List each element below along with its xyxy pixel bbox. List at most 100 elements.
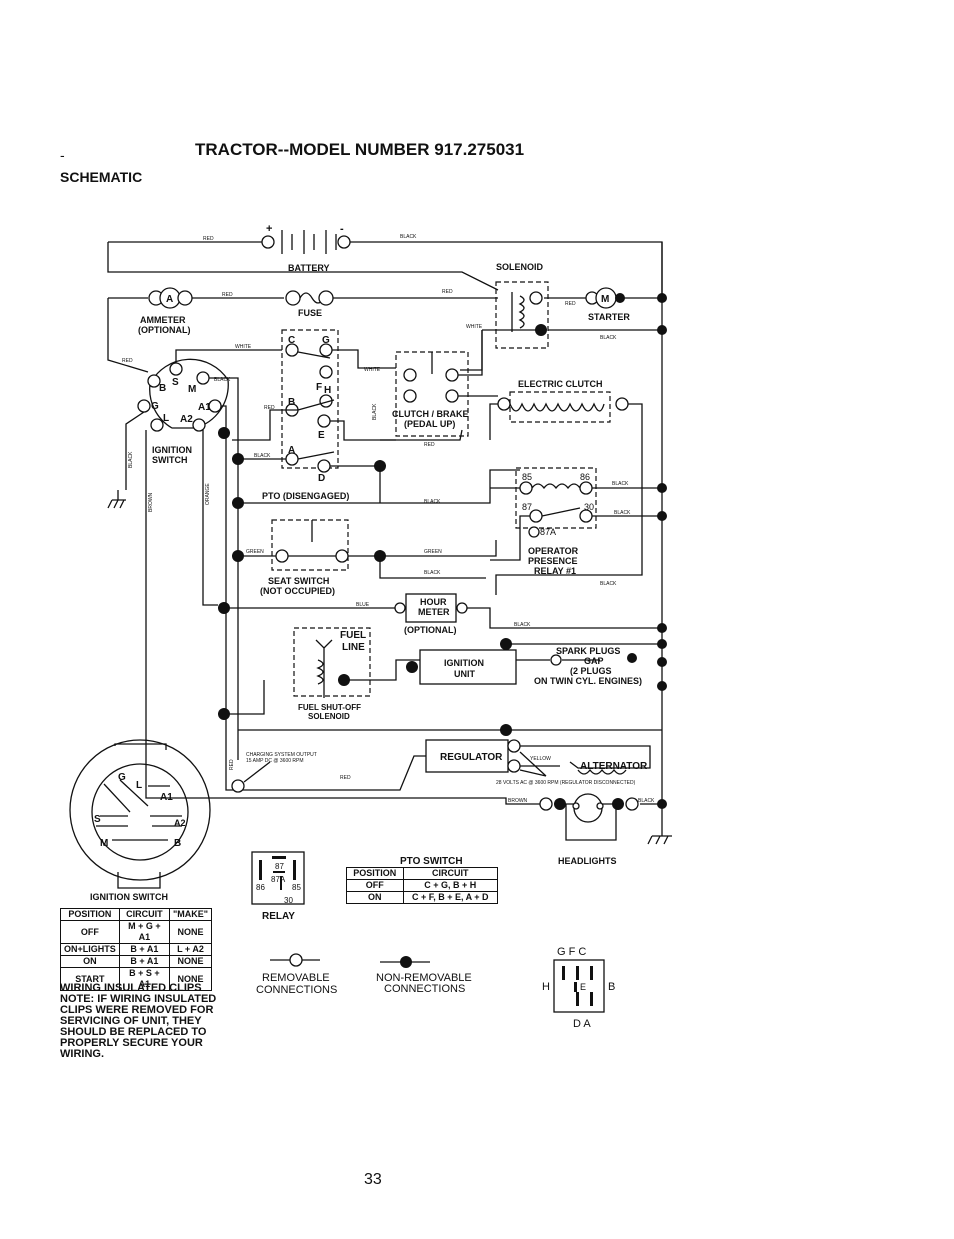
svg-text:CLUTCH / BRAKE: CLUTCH / BRAKE <box>392 409 469 419</box>
page-title: TRACTOR--MODEL NUMBER 917.275031 <box>195 140 524 159</box>
svg-text:ALTERNATOR: ALTERNATOR <box>580 761 648 772</box>
svg-text:WHITE: WHITE <box>466 324 483 330</box>
svg-text:BLACK: BLACK <box>424 570 441 576</box>
svg-text:BROWN: BROWN <box>148 492 154 512</box>
svg-text:A2: A2 <box>180 414 193 425</box>
svg-text:RED: RED <box>222 292 233 298</box>
svg-text:L: L <box>136 780 142 791</box>
svg-text:A: A <box>166 294 173 305</box>
svg-text:BLACK: BLACK <box>254 453 271 459</box>
svg-text:A1: A1 <box>198 402 211 413</box>
svg-text:CHARGING SYSTEM OUTPUT: CHARGING SYSTEM OUTPUT <box>246 752 317 758</box>
svg-text:OPERATOR: OPERATOR <box>528 546 579 556</box>
clutch-brake-switch: CLUTCH / BRAKE (PEDAL UP) BLACK RED BLAC… <box>244 330 520 505</box>
svg-text:(PEDAL UP): (PEDAL UP) <box>404 419 455 429</box>
svg-text:(OPTIONAL): (OPTIONAL) <box>404 625 457 635</box>
svg-text:G: G <box>322 335 330 346</box>
svg-text:BATTERY: BATTERY <box>288 263 330 273</box>
svg-text:BLACK: BLACK <box>638 798 655 804</box>
svg-text:BLACK: BLACK <box>424 499 441 505</box>
svg-text:B: B <box>288 397 295 408</box>
svg-text:BLACK: BLACK <box>400 234 417 240</box>
svg-text:REMOVABLE: REMOVABLE <box>262 972 330 984</box>
operator-presence-relay: 85 86 87 30 87A BLACK BLACK OPERATOR PRE… <box>490 467 667 587</box>
svg-text:AMMETER: AMMETER <box>140 315 186 325</box>
ignition-unit: IGNITION UNIT SPARK PLUGS GAP (2 PLUGS O… <box>406 638 667 691</box>
svg-text:BLACK: BLACK <box>514 622 531 628</box>
svg-text:H: H <box>542 981 550 993</box>
svg-text:SOLENOID: SOLENOID <box>496 262 544 272</box>
svg-text:RELAY #1: RELAY #1 <box>534 566 576 576</box>
svg-text:G: G <box>118 772 126 783</box>
svg-text:UNIT: UNIT <box>454 669 475 679</box>
svg-text:WHITE: WHITE <box>364 367 381 373</box>
svg-text:BLACK: BLACK <box>600 335 617 341</box>
svg-text:IGNITION: IGNITION <box>152 445 192 455</box>
svg-text:BLACK: BLACK <box>600 581 617 587</box>
svg-text:BROWN: BROWN <box>508 798 528 804</box>
section-title: SCHEMATIC <box>60 169 142 185</box>
svg-text:RED: RED <box>424 442 435 448</box>
svg-text:28 VOLTS AC @ 3600 RPM (REGULA: 28 VOLTS AC @ 3600 RPM (REGULATOR DISCON… <box>496 780 636 786</box>
svg-text:B: B <box>174 838 181 849</box>
svg-text:RED: RED <box>565 301 576 307</box>
svg-text:GAP: GAP <box>584 656 604 666</box>
page-number: 33 <box>364 1171 382 1188</box>
svg-text:BLUE: BLUE <box>356 602 370 608</box>
svg-text:E: E <box>318 430 325 441</box>
svg-text:G: G <box>151 401 159 412</box>
svg-text:M: M <box>100 838 108 849</box>
svg-text:M: M <box>188 384 196 395</box>
svg-text:B: B <box>608 981 615 993</box>
wiring-clips-note: WIRING INSULATED CLIPS NOTE: IF WIRING I… <box>60 983 216 1060</box>
pto-table-title: PTO SWITCH <box>400 856 463 867</box>
svg-text:PTO (DISENGAGED): PTO (DISENGAGED) <box>262 491 349 501</box>
svg-text:BLACK: BLACK <box>612 481 629 487</box>
svg-text:SPARK PLUGS: SPARK PLUGS <box>556 646 620 656</box>
starter-circuit: A AMMETER (OPTIONAL) FUSE RED RED SOLENO… <box>107 242 667 800</box>
battery: + - BATTERY RED BLACK <box>107 223 663 295</box>
svg-text:87: 87 <box>275 862 284 871</box>
svg-text:HOUR: HOUR <box>420 597 447 607</box>
fuel-shutoff-solenoid: FUEL LINE FUEL SHUT-OFF SOLENOID <box>218 627 420 721</box>
svg-text:SOLENOID: SOLENOID <box>308 712 350 721</box>
svg-text:FUEL SHUT-OFF: FUEL SHUT-OFF <box>298 703 361 712</box>
svg-text:ELECTRIC CLUTCH: ELECTRIC CLUTCH <box>518 379 603 389</box>
svg-text:A: A <box>288 445 295 456</box>
relay-legend: 87 87A 86 85 30 RELAY <box>251 851 305 922</box>
svg-text:NON-REMOVABLE: NON-REMOVABLE <box>376 972 472 984</box>
svg-text:H: H <box>324 385 331 396</box>
dash-mark: - <box>60 147 65 163</box>
svg-text:LINE: LINE <box>342 642 365 653</box>
svg-text:(OPTIONAL): (OPTIONAL) <box>138 325 191 335</box>
svg-text:F: F <box>316 382 322 393</box>
svg-text:A2: A2 <box>174 818 186 828</box>
svg-text:+: + <box>266 223 272 235</box>
svg-text:87: 87 <box>522 502 532 512</box>
svg-text:B: B <box>159 383 166 394</box>
svg-text:BLACK: BLACK <box>614 510 631 516</box>
svg-text:CONNECTIONS: CONNECTIONS <box>384 983 465 995</box>
svg-text:RED: RED <box>442 289 453 295</box>
svg-text:E: E <box>580 982 586 992</box>
svg-text:D: D <box>318 473 325 484</box>
svg-text:STARTER: STARTER <box>588 312 630 322</box>
svg-text:85: 85 <box>522 472 532 482</box>
connection-legend: REMOVABLE CONNECTIONS NON-REMOVABLE CONN… <box>256 953 472 996</box>
svg-text:RED: RED <box>264 405 275 411</box>
svg-text:G F C: G F C <box>557 946 586 958</box>
svg-text:FUSE: FUSE <box>298 308 322 318</box>
svg-text:C: C <box>288 335 295 346</box>
svg-text:A1: A1 <box>160 792 173 803</box>
svg-text:GREEN: GREEN <box>246 549 264 555</box>
svg-text:(2 PLUGS: (2 PLUGS <box>570 666 612 676</box>
